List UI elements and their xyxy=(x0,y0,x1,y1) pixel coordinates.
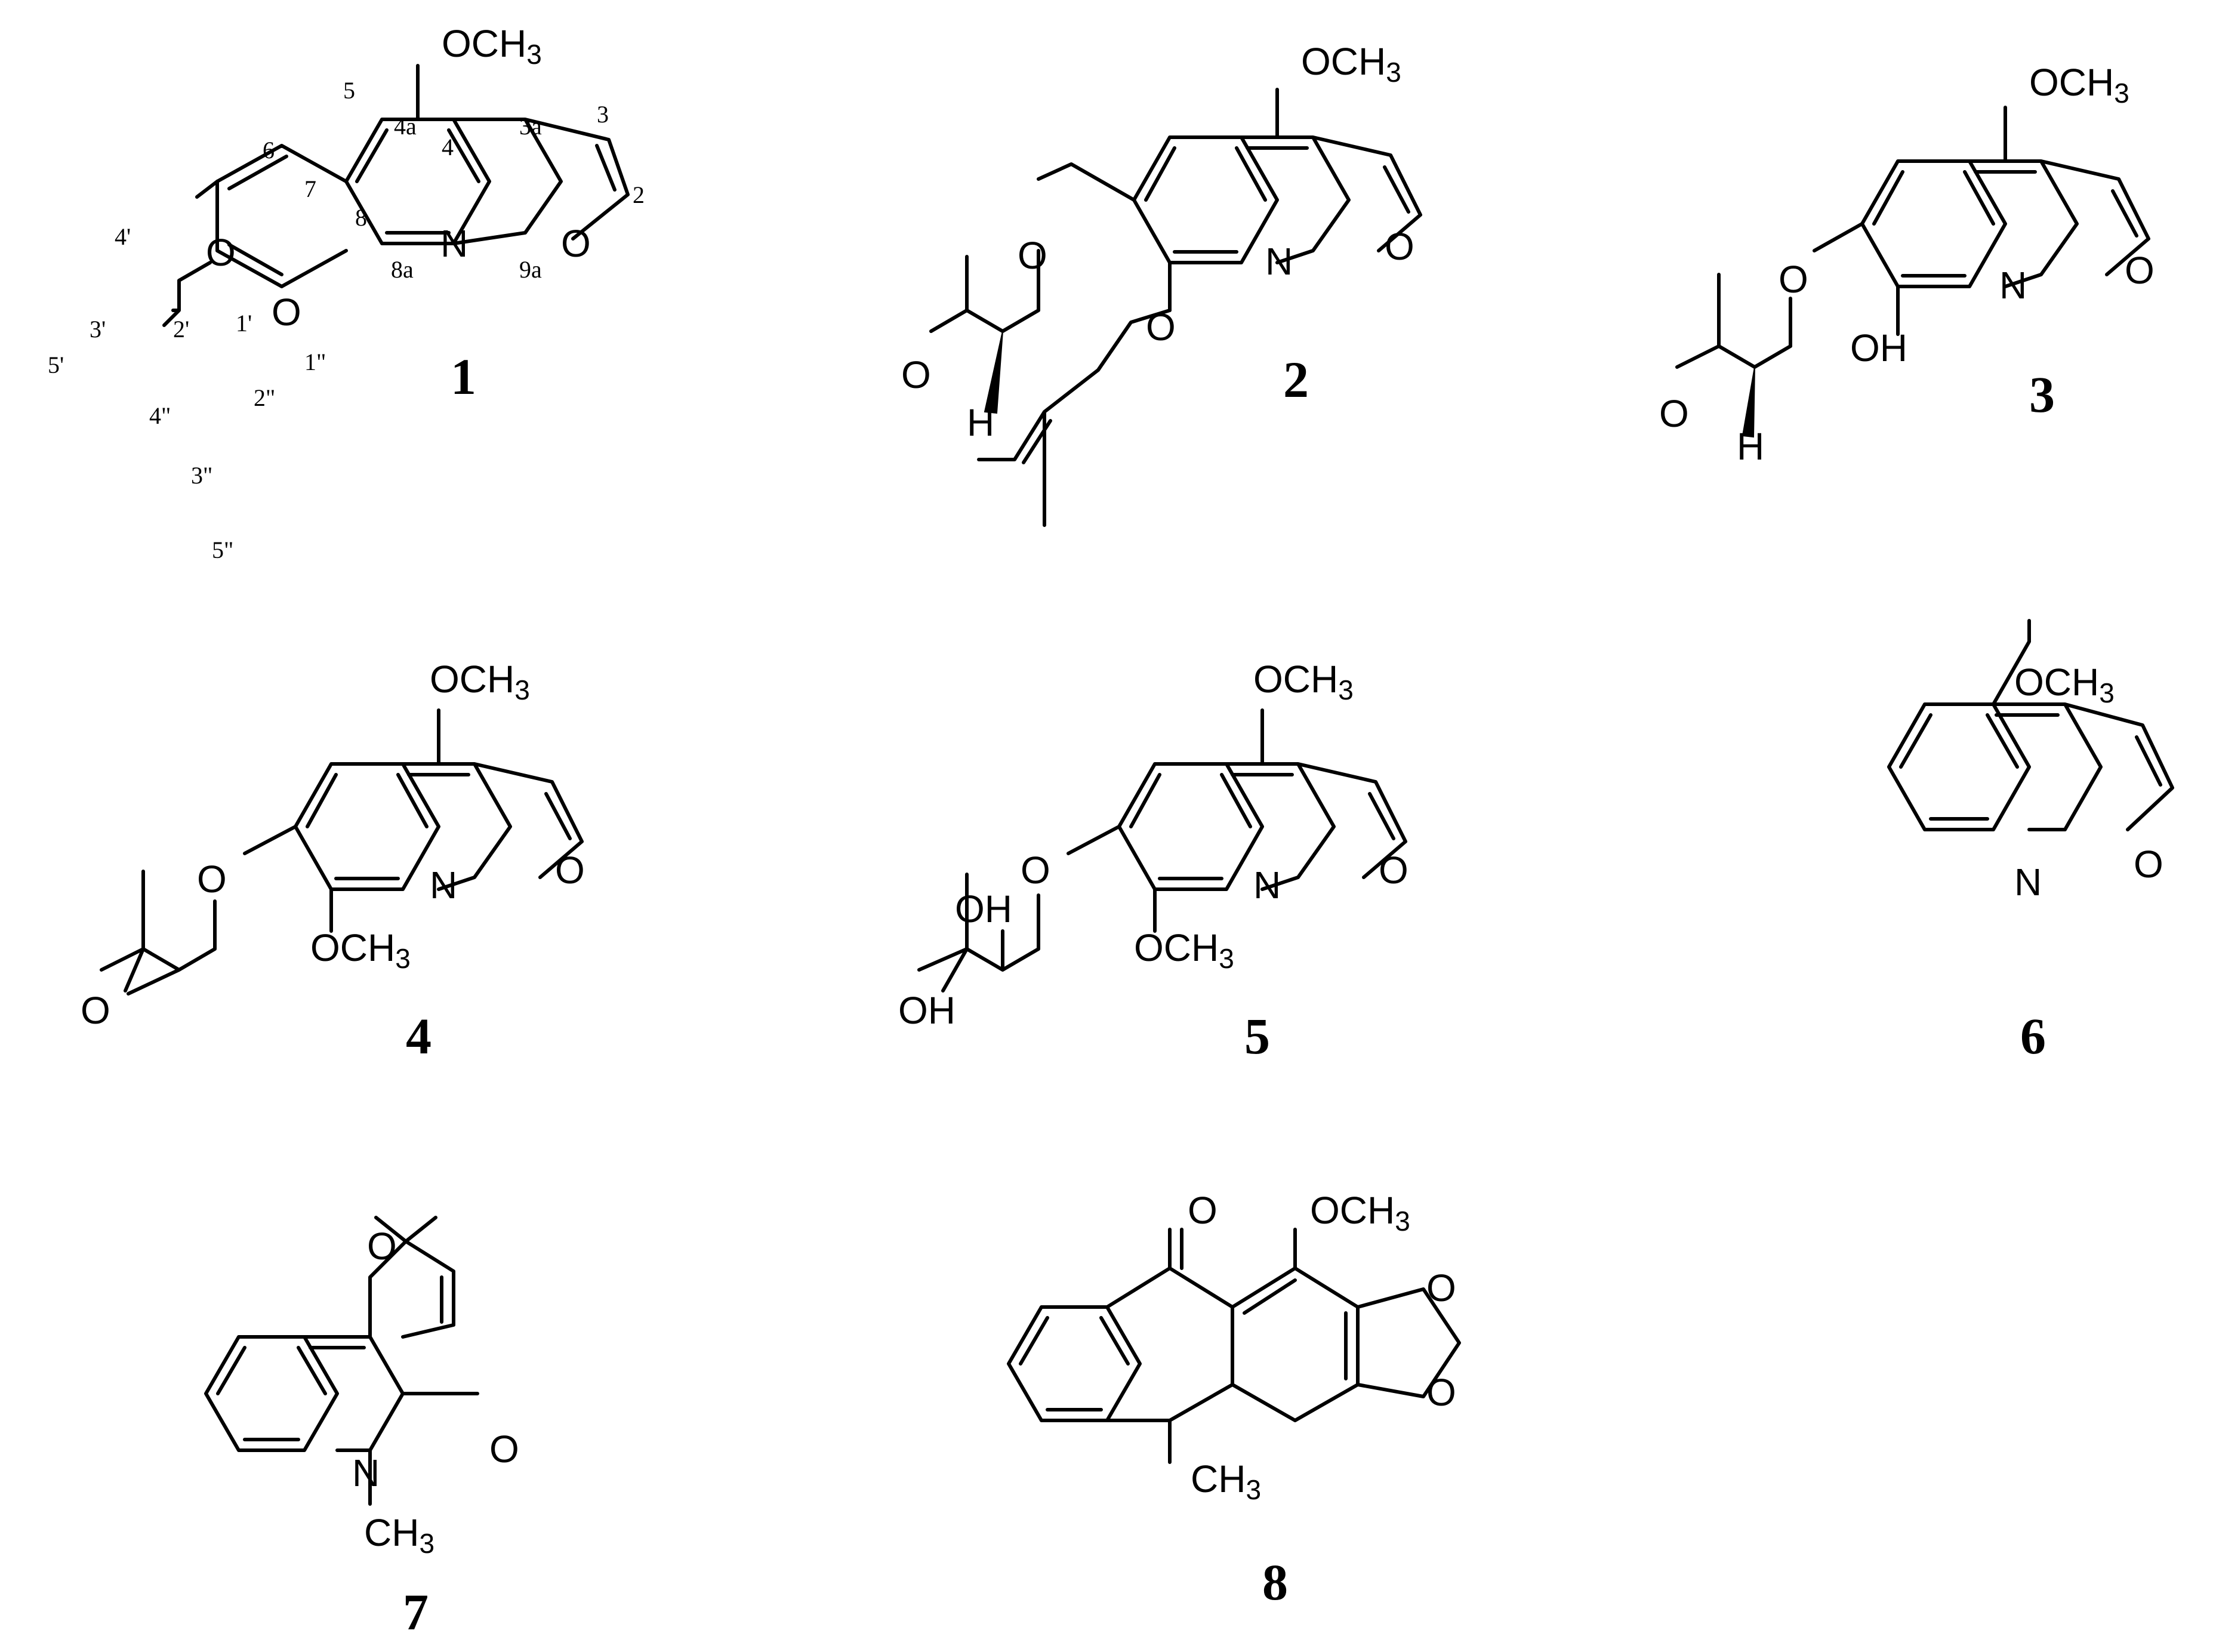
compound-8-ome-label: OCH3 xyxy=(1310,1189,1410,1237)
compound-2-o7-label: O xyxy=(1018,234,1047,277)
compound-8-ketone-o-label: O xyxy=(1188,1189,1218,1232)
compound-6-number: 6 xyxy=(2020,1007,2046,1065)
compound-6-bonds xyxy=(1887,619,2174,831)
compound-6-n-label: N xyxy=(2014,861,2042,904)
compound-1-locant-1p: 1' xyxy=(236,310,252,337)
compound-2-stereo-wedge xyxy=(984,331,1003,414)
compound-8-me-label: CH3 xyxy=(1191,1457,1261,1505)
compound-4-furan-o-label: O xyxy=(555,849,585,892)
compound-1-locant-4: 4 xyxy=(442,134,454,161)
compound-5-ome8-label: OCH3 xyxy=(1134,926,1234,974)
compound-5-oh1-label: OH xyxy=(955,887,1012,930)
compound-3-ome-label: OCH3 xyxy=(2029,61,2129,109)
compound-1-locant-1pp: 1" xyxy=(304,349,326,375)
compound-3-o7-label: O xyxy=(1779,258,1808,301)
compound-1-locant-2p: 2' xyxy=(173,316,189,343)
compound-2-bonds xyxy=(929,88,1422,527)
compound-4-number: 4 xyxy=(406,1007,431,1065)
stereo-wedges xyxy=(984,331,1755,438)
compound-1-side-chains xyxy=(162,144,283,327)
compound-1-locant-3p: 3' xyxy=(90,316,106,343)
compound-6 xyxy=(1887,619,2174,831)
compound-1-locant-3a: 3a xyxy=(519,113,542,140)
compound-labels: OCH3 N O O O 2 3 3a 4 4a 5 6 7 8 8a 9a 1… xyxy=(48,22,2163,1641)
compound-6-ome-label: OCH3 xyxy=(2014,661,2115,708)
compound-1-locant-2: 2 xyxy=(633,181,645,208)
compound-5-furan-o-label: O xyxy=(1379,849,1408,892)
compound-3-epoxide-o-label: O xyxy=(1659,392,1689,435)
compound-1-locant-2pp: 2" xyxy=(254,384,275,411)
compound-8-dioxole-o2-label: O xyxy=(1426,1371,1456,1414)
compound-7-bonds xyxy=(204,1216,479,1506)
compound-2-epoxide-o-label: O xyxy=(901,353,931,396)
compound-1-o7-label: O xyxy=(206,231,236,274)
compound-1-locant-8: 8 xyxy=(355,204,367,231)
compound-4-epoxide-o-label: O xyxy=(81,989,110,1032)
compound-1-locant-7: 7 xyxy=(304,175,316,202)
compound-1-ome-label: OCH3 xyxy=(442,22,542,70)
compound-3-bonds xyxy=(1675,106,2150,369)
compound-1-furan-o-label: O xyxy=(561,222,591,265)
compound-1-locant-4a: 4a xyxy=(394,113,417,140)
compound-1-locant-9a: 9a xyxy=(519,256,542,283)
compound-7-n-label: N xyxy=(352,1451,380,1494)
compound-1-locant-3: 3 xyxy=(597,101,609,128)
bond-skeletons xyxy=(100,88,2150,1506)
compound-7-nme-label: CH3 xyxy=(364,1511,434,1559)
compound-1-locant-4p: 4' xyxy=(115,223,131,250)
compound-1-locant-5p: 5' xyxy=(48,352,64,378)
compound-7-number: 7 xyxy=(403,1583,429,1641)
compound-7-carbonyl-o-label: O xyxy=(489,1428,519,1471)
compound-1-locant-5: 5 xyxy=(343,77,355,104)
compound-4-ome8-label: OCH3 xyxy=(310,926,411,974)
compound-1 xyxy=(162,64,630,327)
compound-5-o7-label: O xyxy=(1021,849,1050,892)
compound-1-locant-3pp: 3" xyxy=(191,462,212,489)
compound-5-oh2-label: OH xyxy=(898,989,956,1032)
compound-1-locant-4pp: 4" xyxy=(149,402,171,429)
compound-1-locant-5pp: 5" xyxy=(212,537,233,563)
compound-4-ome-label: OCH3 xyxy=(430,658,530,705)
compound-3-number: 3 xyxy=(2029,366,2055,423)
compound-1-locant-8a: 8a xyxy=(391,256,414,283)
compound-8-number: 8 xyxy=(1262,1554,1288,1611)
compound-2-ome-label: OCH3 xyxy=(1301,40,1401,88)
compound-1-number: 1 xyxy=(451,348,476,405)
compound-8-bonds xyxy=(1007,1228,1461,1464)
compound-6-furan-o-label: O xyxy=(2134,843,2163,886)
compound-3-stereo-wedge xyxy=(1742,366,1755,438)
compound-1-o8-label: O xyxy=(272,291,301,334)
compound-4-o7-label: O xyxy=(197,858,227,901)
compound-5-ome-label: OCH3 xyxy=(1253,658,1354,705)
compound-1-locant-6: 6 xyxy=(263,137,275,164)
compound-5-number: 5 xyxy=(1244,1007,1270,1065)
compound-4-bonds xyxy=(100,708,584,995)
compound-2-number: 2 xyxy=(1283,351,1309,408)
compound-5-bonds xyxy=(917,708,1407,993)
compound-1-n-label: N xyxy=(440,222,468,265)
